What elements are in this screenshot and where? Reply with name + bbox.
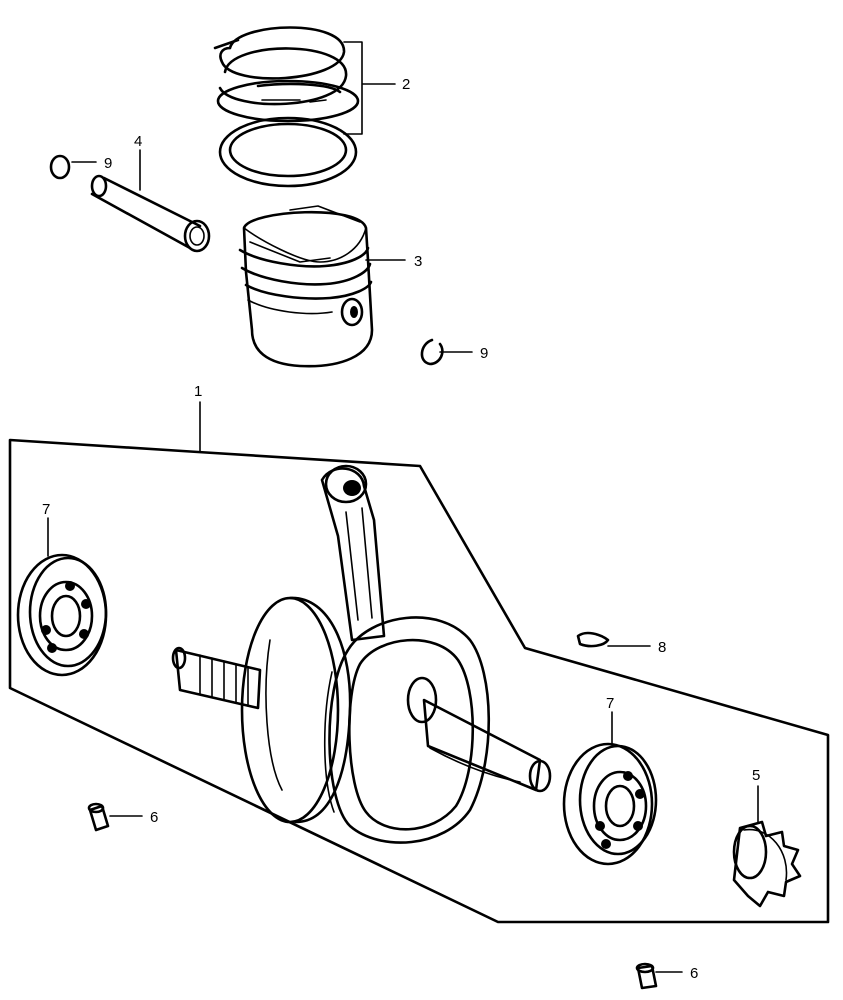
dowel-pin-left xyxy=(87,802,110,832)
assembly-outline xyxy=(8,438,830,924)
callout-9a: 9 xyxy=(104,155,112,172)
callout-1: 1 xyxy=(194,383,202,400)
callout-7b: 7 xyxy=(606,695,614,712)
piston-pin xyxy=(90,174,211,253)
piston-rings xyxy=(213,26,360,188)
callout-3: 3 xyxy=(414,253,422,270)
piston xyxy=(238,205,374,368)
right-bearing xyxy=(562,742,658,866)
dowel-pin-right xyxy=(635,962,658,990)
leader-line-2 xyxy=(343,41,396,135)
crankshaft xyxy=(171,464,552,844)
left-bearing xyxy=(16,553,108,677)
callout-9b: 9 xyxy=(480,345,488,362)
callout-4: 4 xyxy=(134,133,142,150)
callout-8: 8 xyxy=(658,639,666,656)
callout-7a: 7 xyxy=(42,501,50,518)
callout-6b: 6 xyxy=(690,965,698,982)
timing-sprocket xyxy=(732,820,802,908)
callout-6a: 6 xyxy=(150,809,158,826)
callout-2: 2 xyxy=(402,76,410,93)
piston-pin-clip-left xyxy=(49,154,71,180)
woodruff-key xyxy=(576,631,610,648)
callout-5: 5 xyxy=(752,767,760,784)
